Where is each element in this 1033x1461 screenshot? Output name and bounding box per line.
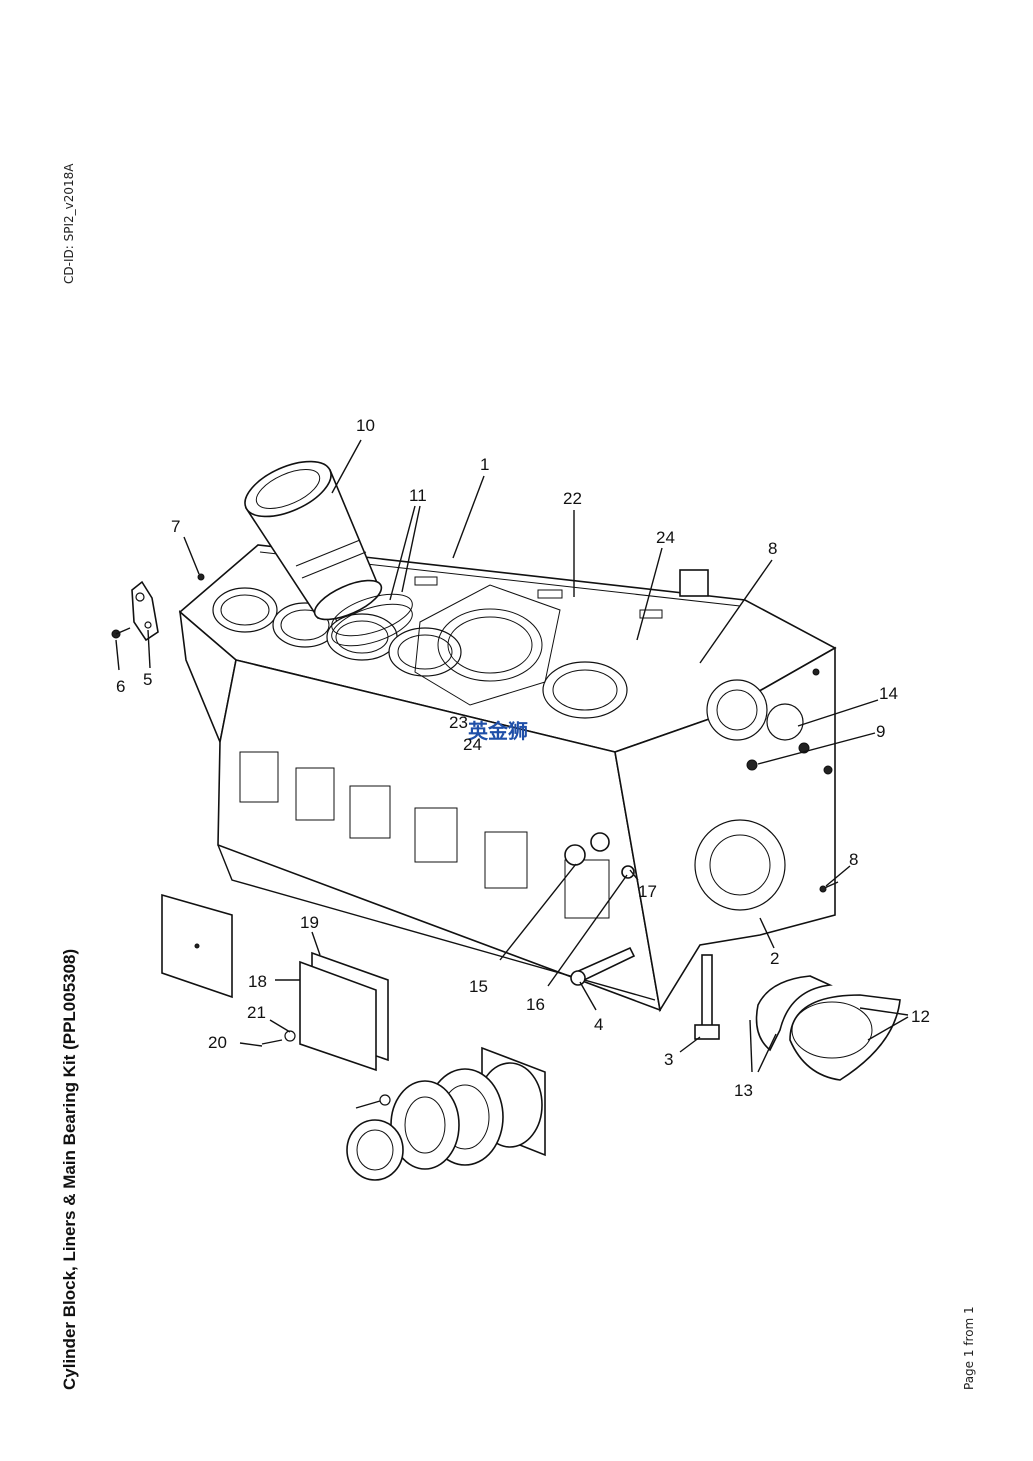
callout-8-top: 8: [768, 539, 777, 558]
cylinder-block: [178, 544, 837, 1013]
bracket: [111, 573, 205, 642]
main-bearing-shells: [755, 975, 901, 1081]
callout-24-top: 24: [656, 528, 675, 547]
leader-lines: [115, 439, 909, 1073]
callout-11: 11: [409, 486, 427, 505]
callout-13: 13: [734, 1081, 753, 1100]
inspection-covers: [161, 893, 389, 1072]
seal-housing-assembly: [346, 1046, 546, 1181]
callout-10: 10: [356, 416, 375, 435]
callout-19: 19: [300, 913, 319, 932]
callout-3: 3: [664, 1050, 673, 1069]
callout-21: 21: [247, 1003, 266, 1022]
callout-1: 1: [480, 455, 489, 474]
callout-2: 2: [770, 949, 779, 968]
callout-24-mid: 24: [463, 735, 482, 754]
callout-22: 22: [563, 489, 582, 508]
callout-17: 17: [638, 882, 657, 901]
callout-7: 7: [171, 517, 180, 536]
callout-5: 5: [143, 670, 152, 689]
watermark-text: 英金狮: [468, 719, 528, 743]
callout-16: 16: [526, 995, 545, 1014]
callout-labels: 10 1 11 22 24 8 7 6 5 14 9 23 24 8 17 2 …: [116, 416, 930, 1100]
callout-12: 12: [911, 1007, 930, 1026]
callout-8-right: 8: [849, 850, 858, 869]
callout-15: 15: [469, 977, 488, 996]
cylinder-liner: [244, 460, 413, 647]
callout-18: 18: [248, 972, 267, 991]
callout-4: 4: [594, 1015, 603, 1034]
callout-9: 9: [876, 722, 885, 741]
callout-20: 20: [208, 1033, 227, 1052]
callout-23: 23: [449, 713, 468, 732]
bolts-and-fittings: [564, 832, 839, 1040]
callout-14: 14: [879, 684, 898, 703]
callout-6: 6: [116, 677, 125, 696]
